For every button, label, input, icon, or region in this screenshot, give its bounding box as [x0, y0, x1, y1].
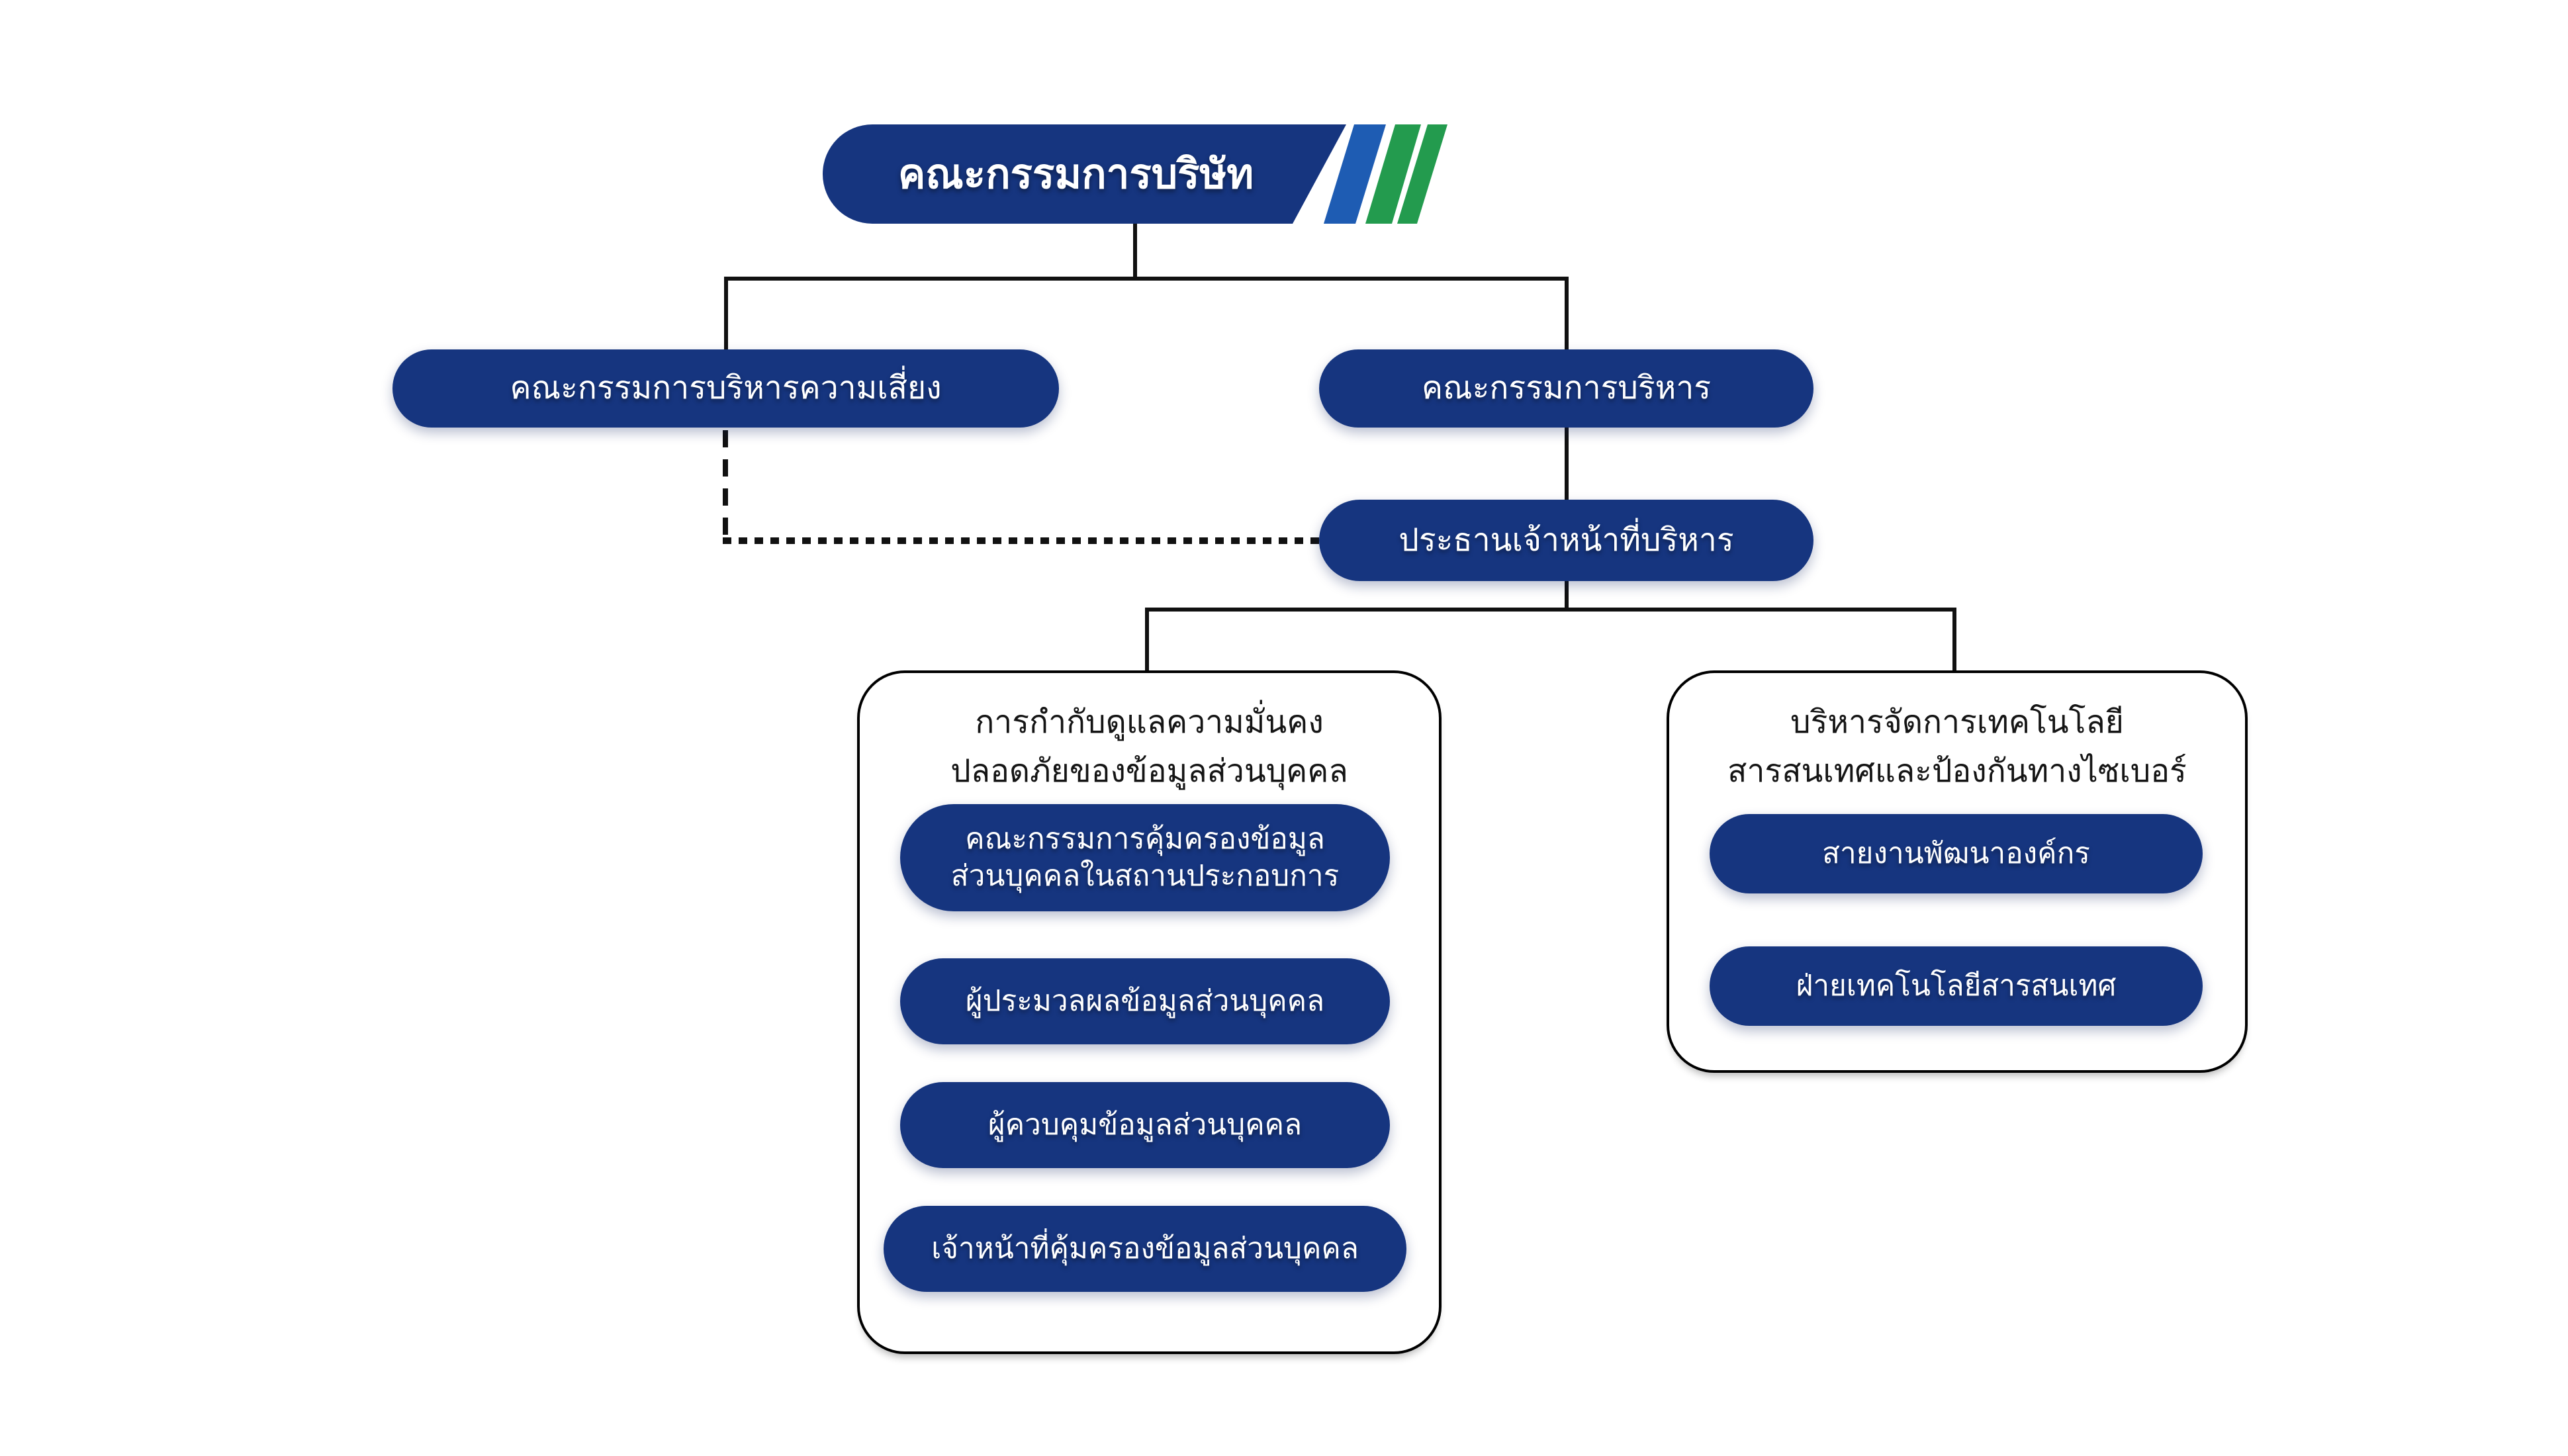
it-cyber-group-title-line2: สารสนเทศและป้องกันทางไซเบอร์ — [1727, 754, 2187, 790]
banner-body-shape — [823, 124, 1346, 224]
pdpa-group-title-line2: ปลอดภัยของข้อมูลส่วนบุคคล — [950, 754, 1348, 790]
connector-executive-to-ceo — [1565, 428, 1569, 500]
connector-ceo-down — [1565, 581, 1569, 609]
data-controller-pill: ผู้ควบคุมข้อมูลส่วนบุคคล — [900, 1082, 1390, 1168]
data-protection-officer-pill: เจ้าหน้าที่คุ้มครองข้อมูลส่วนบุคคล — [884, 1206, 1406, 1292]
banner-stripe-blue — [1324, 124, 1386, 224]
connector-level2-horizontal — [724, 277, 1569, 281]
board-of-directors-label: คณะกรรมการบริษัท — [897, 152, 1254, 197]
ceo-label: ประธานเจ้าหน้าที่บริหาร — [1399, 522, 1734, 558]
pdpa-group-title-line1: การกำกับดูแลความมั่นคง — [975, 705, 1324, 740]
connector-drop-risk — [724, 277, 728, 351]
pdpa-committee-label-line2: ส่วนบุคคลในสถานประกอบการ — [950, 860, 1340, 892]
data-processor-pill: ผู้ประมวลผลข้อมูลส่วนบุคคล — [900, 958, 1390, 1044]
org-development-label: สายงานพัฒนาองค์กร — [1822, 837, 2090, 870]
connector-groups-horizontal — [1145, 608, 1956, 612]
executive-committee-pill: คณะกรรมการบริหาร — [1319, 349, 1813, 428]
connector-risk-dashed-down — [723, 430, 728, 540]
risk-committee-label: คณะกรรมการบริหารความเสี่ยง — [510, 371, 942, 406]
banner-stripe-green-1 — [1365, 124, 1421, 224]
data-protection-officer-label: เจ้าหน้าที่คุ้มครองข้อมูลส่วนบุคคล — [931, 1232, 1359, 1265]
connector-risk-dotted-to-ceo — [723, 537, 1320, 544]
it-department-pill: ฝ่ายเทคโนโลยีสารสนเทศ — [1710, 946, 2203, 1026]
pdpa-group-title: การกำกับดูแลความมั่นคง ปลอดภัยของข้อมูลส… — [860, 698, 1439, 797]
data-controller-label: ผู้ควบคุมข้อมูลส่วนบุคคล — [987, 1108, 1303, 1141]
connector-root-down — [1133, 224, 1137, 278]
connector-drop-executive — [1565, 277, 1569, 351]
it-cyber-group-title-line1: บริหารจัดการเทคโนโลยี — [1790, 705, 2124, 740]
risk-committee-pill: คณะกรรมการบริหารความเสี่ยง — [392, 349, 1059, 428]
ceo-pill: ประธานเจ้าหน้าที่บริหาร — [1319, 500, 1813, 581]
data-processor-label: ผู้ประมวลผลข้อมูลส่วนบุคคล — [965, 984, 1325, 1017]
connector-drop-left-group — [1145, 608, 1149, 672]
pdpa-committee-pill: คณะกรรมการคุ้มครองข้อมูล ส่วนบุคคลในสถาน… — [900, 804, 1390, 911]
it-cyber-group-title: บริหารจัดการเทคโนโลยี สารสนเทศและป้องกัน… — [1669, 698, 2245, 797]
banner-shape — [823, 124, 1447, 224]
executive-committee-label: คณะกรรมการบริหาร — [1421, 371, 1712, 406]
it-department-label: ฝ่ายเทคโนโลยีสารสนเทศ — [1796, 969, 2117, 1002]
pdpa-committee-label-line1: คณะกรรมการคุ้มครองข้อมูล — [965, 822, 1325, 855]
connector-drop-right-group — [1952, 608, 1956, 672]
banner-stripe-green-2 — [1397, 124, 1447, 224]
board-of-directors-banner: คณะกรรมการบริษัท — [823, 124, 1451, 224]
org-development-pill: สายงานพัฒนาองค์กร — [1710, 814, 2203, 893]
